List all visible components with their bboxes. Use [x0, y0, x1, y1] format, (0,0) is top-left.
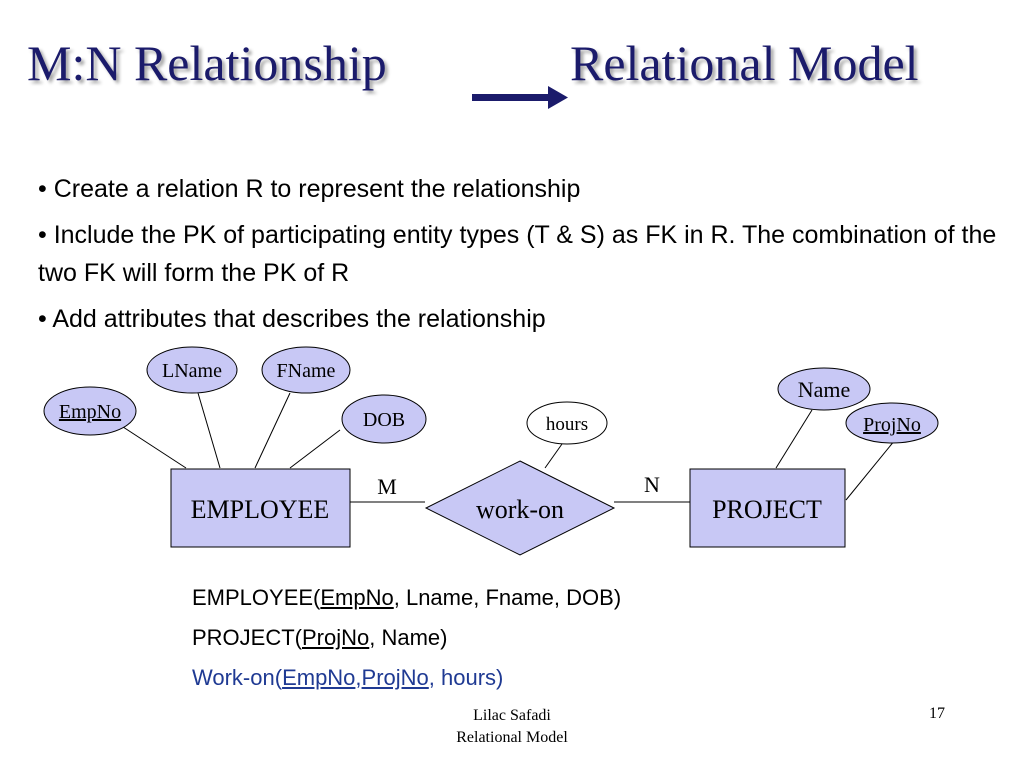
cardinality-n: N — [644, 472, 660, 497]
attribute-dob: DOB — [341, 394, 427, 444]
footer-course: Relational Model — [456, 729, 568, 746]
er-diagram: EMPLOYEE PROJECT work-on M N EmpNo LName… — [43, 346, 939, 556]
page-number: 17 — [929, 705, 945, 722]
connector-line — [845, 439, 896, 501]
connector-lines — [119, 392, 896, 503]
schema-rest: , Lname, Fname, DOB) — [393, 585, 622, 610]
connector-line — [254, 392, 291, 469]
footer: Lilac Safadi Relational Model — [412, 705, 612, 749]
attribute-fname: FName — [261, 346, 351, 394]
schema-name: PROJECT( — [192, 625, 302, 650]
attribute-hours-label: hours — [546, 414, 588, 435]
schema-pk: ProjNo — [302, 625, 370, 650]
entity-employee: EMPLOYEE — [170, 468, 351, 548]
connector-line — [119, 424, 187, 469]
attribute-projno: ProjNo — [845, 402, 939, 444]
connector-line — [197, 392, 221, 469]
arrow-right-icon — [472, 86, 568, 109]
schema-name: Work-on( — [192, 665, 283, 690]
attribute-empno-label: EmpNo — [59, 401, 121, 423]
attribute-dob-label: DOB — [363, 409, 405, 431]
entity-employee-label: EMPLOYEE — [191, 495, 330, 524]
bullet-item: • Add attributes that describes the rela… — [38, 305, 546, 333]
entity-project-label: PROJECT — [712, 495, 822, 524]
schema-name: EMPLOYEE( — [192, 585, 321, 610]
schema-separator: , — [355, 665, 362, 690]
cardinality-m: M — [377, 474, 397, 499]
relationship-label: work-on — [476, 495, 564, 524]
schema-pk: EmpNo — [320, 585, 394, 610]
relational-schema: EMPLOYEE(EmpNo, Lname, Fname, DOB) PROJE… — [192, 578, 621, 698]
relationship-workon: work-on — [424, 460, 616, 556]
title-left: M:N Relationship — [27, 35, 387, 91]
schema-rest: , hours) — [428, 665, 504, 690]
footer-author: Lilac Safadi — [473, 707, 551, 724]
slide-title: M:N Relationship Relational Model — [0, 30, 1024, 110]
schema-project: PROJECT(ProjNo, Name) — [192, 618, 621, 658]
attribute-name: Name — [777, 367, 871, 411]
connector-line — [289, 429, 341, 469]
connector-line — [775, 409, 813, 469]
attribute-lname-label: LName — [162, 360, 222, 382]
title-right: Relational Model — [570, 35, 919, 91]
schema-pk: ProjNo — [361, 665, 429, 690]
attribute-fname-label: FName — [277, 360, 336, 382]
bullet-item: • Include the PK of participating entity… — [38, 221, 997, 287]
attribute-lname: LName — [146, 346, 238, 394]
connector-line — [544, 443, 563, 469]
attribute-projno-label: ProjNo — [863, 414, 921, 436]
attribute-hours: hours — [526, 401, 608, 445]
schema-employee: EMPLOYEE(EmpNo, Lname, Fname, DOB) — [192, 578, 621, 618]
attribute-empno: EmpNo — [43, 386, 137, 436]
bullet-list: • Create a relation R to represent the r… — [38, 170, 1008, 346]
attribute-name-label: Name — [798, 377, 851, 402]
schema-pk: EmpNo — [282, 665, 356, 690]
schema-rest: , Name) — [369, 625, 448, 650]
bullet-item: • Create a relation R to represent the r… — [38, 175, 581, 203]
schema-workon: Work-on(EmpNo,ProjNo, hours) — [192, 658, 621, 698]
entity-project: PROJECT — [689, 468, 846, 548]
